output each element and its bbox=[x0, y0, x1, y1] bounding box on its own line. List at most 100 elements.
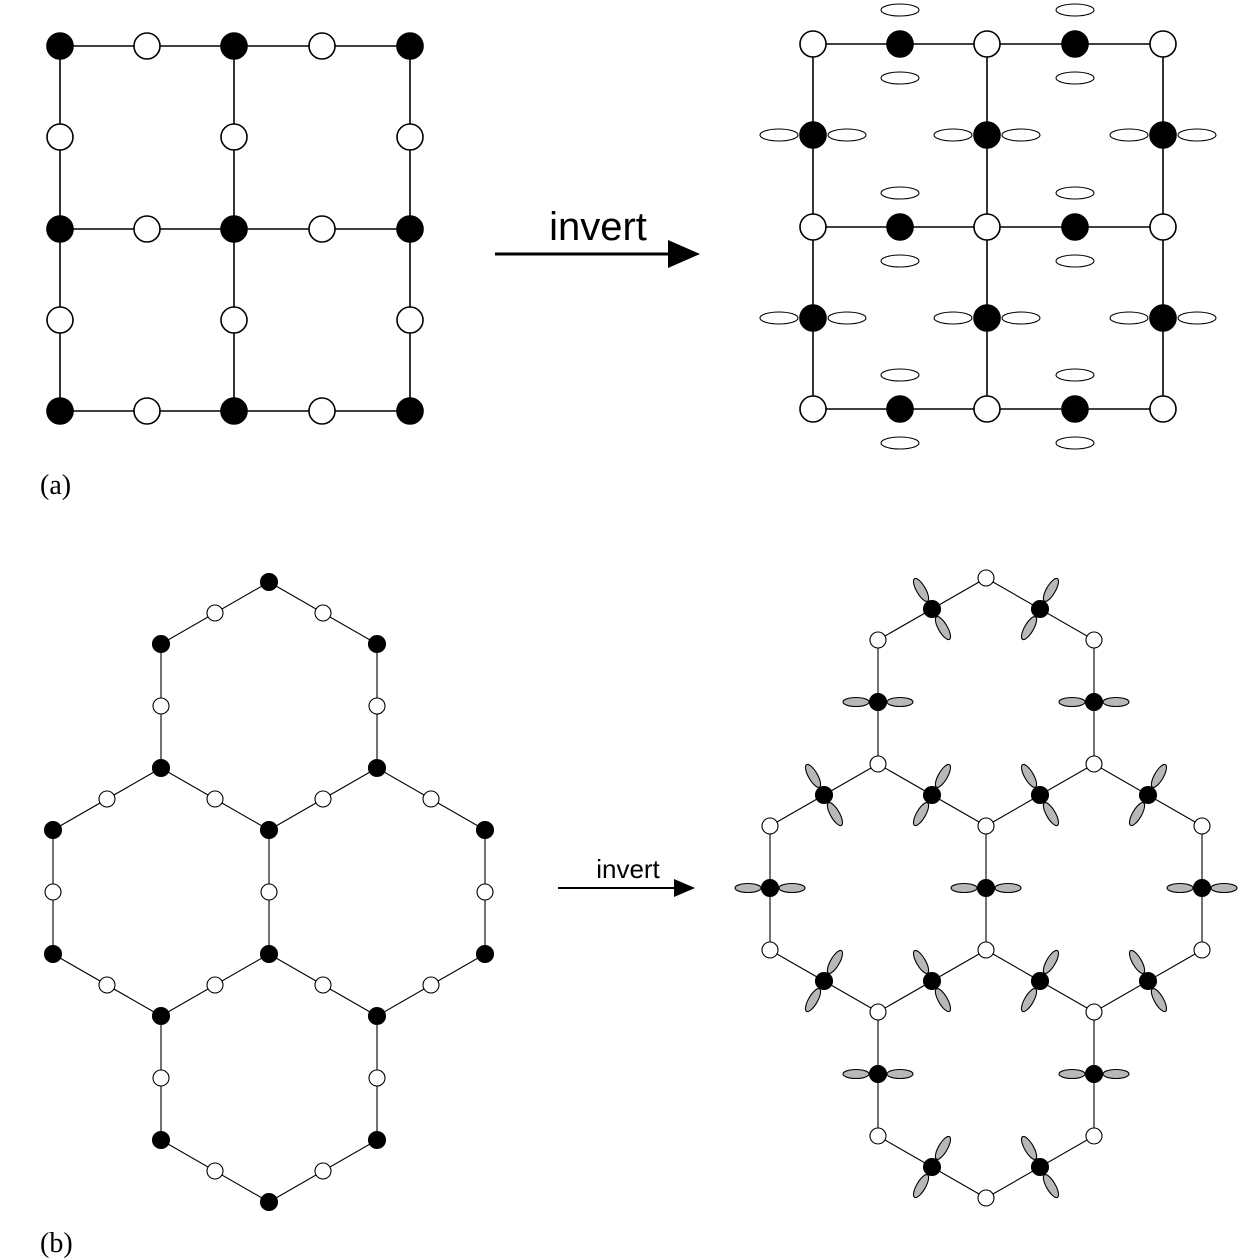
orbital-lobe bbox=[1166, 882, 1194, 894]
orbital-lobe bbox=[1020, 1135, 1038, 1160]
open-node bbox=[314, 1162, 332, 1180]
open-node bbox=[977, 817, 995, 835]
open-node bbox=[152, 1069, 170, 1087]
orbital-lobe bbox=[759, 311, 799, 325]
orbital-lobe bbox=[934, 763, 952, 788]
open-node bbox=[1085, 1127, 1103, 1145]
open-node bbox=[368, 1069, 386, 1087]
orbital-lobe bbox=[880, 71, 920, 85]
arrow-b-label: invert bbox=[596, 854, 660, 884]
orbital-lobe bbox=[1055, 436, 1095, 450]
orbital-lobe bbox=[934, 1135, 952, 1160]
open-node bbox=[869, 631, 887, 649]
filled-node bbox=[973, 304, 1001, 332]
filled-node bbox=[259, 820, 279, 840]
filled-node bbox=[220, 215, 248, 243]
filled-node bbox=[46, 397, 74, 425]
open-node bbox=[1193, 817, 1211, 835]
open-node bbox=[368, 697, 386, 715]
open-node bbox=[133, 215, 161, 243]
filled-node bbox=[799, 304, 827, 332]
open-node bbox=[308, 215, 336, 243]
open-node bbox=[799, 395, 827, 423]
open-node bbox=[1149, 30, 1177, 58]
orbital-lobe bbox=[950, 882, 978, 894]
orbital-lobe bbox=[842, 696, 870, 708]
filled-node bbox=[868, 1064, 888, 1084]
open-node bbox=[422, 790, 440, 808]
orbital-lobe bbox=[886, 1068, 914, 1080]
orbital-lobe bbox=[1001, 311, 1041, 325]
filled-node bbox=[367, 758, 387, 778]
orbital-lobe bbox=[880, 186, 920, 200]
filled-node bbox=[475, 820, 495, 840]
orbital-lobe bbox=[880, 436, 920, 450]
orbital-lobe bbox=[1058, 1068, 1086, 1080]
filled-node bbox=[1084, 1064, 1104, 1084]
open-node bbox=[977, 569, 995, 587]
filled-node bbox=[396, 32, 424, 60]
filled-node bbox=[1138, 785, 1158, 805]
orbital-lobe bbox=[1055, 71, 1095, 85]
filled-node bbox=[922, 1157, 942, 1177]
orbital-lobe bbox=[827, 311, 867, 325]
honeycomb-lattice-inverted bbox=[734, 569, 1238, 1207]
orbital-lobe bbox=[1055, 368, 1095, 382]
open-node bbox=[422, 976, 440, 994]
orbital-lobe bbox=[1210, 882, 1238, 894]
filled-node bbox=[259, 572, 279, 592]
orbital-lobe bbox=[1058, 696, 1086, 708]
orbital-lobe bbox=[1055, 186, 1095, 200]
orbital-lobe bbox=[934, 988, 952, 1013]
orbital-lobe bbox=[1102, 696, 1130, 708]
open-node bbox=[314, 976, 332, 994]
filled-node bbox=[1149, 304, 1177, 332]
orbital-lobe bbox=[804, 763, 822, 788]
open-node bbox=[308, 32, 336, 60]
open-node bbox=[152, 697, 170, 715]
orbital-lobe bbox=[880, 3, 920, 17]
orbital-lobe bbox=[1055, 254, 1095, 268]
filled-node bbox=[1138, 971, 1158, 991]
open-node bbox=[977, 941, 995, 959]
filled-node bbox=[922, 971, 942, 991]
open-node bbox=[973, 30, 1001, 58]
filled-node bbox=[151, 634, 171, 654]
orbital-lobe bbox=[1042, 577, 1060, 602]
filled-node bbox=[886, 213, 914, 241]
open-node bbox=[761, 817, 779, 835]
orbital-lobe bbox=[1150, 763, 1168, 788]
open-node bbox=[761, 941, 779, 959]
orbital-lobe bbox=[1055, 3, 1095, 17]
orbital-lobe bbox=[759, 128, 799, 142]
open-node bbox=[1193, 941, 1211, 959]
filled-node bbox=[220, 397, 248, 425]
filled-node bbox=[396, 215, 424, 243]
filled-node bbox=[367, 1006, 387, 1026]
filled-node bbox=[1030, 971, 1050, 991]
filled-node bbox=[1061, 30, 1089, 58]
orbital-lobe bbox=[880, 254, 920, 268]
filled-node bbox=[799, 121, 827, 149]
orbital-lobe bbox=[933, 128, 973, 142]
orbital-lobe bbox=[804, 988, 822, 1013]
open-node bbox=[476, 883, 494, 901]
filled-node bbox=[151, 1130, 171, 1150]
open-node bbox=[396, 123, 424, 151]
filled-node bbox=[814, 785, 834, 805]
open-node bbox=[396, 306, 424, 334]
square-lattice-inverted bbox=[759, 3, 1217, 450]
open-node bbox=[869, 1127, 887, 1145]
open-node bbox=[206, 790, 224, 808]
orbital-lobe bbox=[912, 1174, 930, 1199]
orbital-lobe bbox=[827, 128, 867, 142]
open-node bbox=[1085, 1003, 1103, 1021]
open-node bbox=[133, 397, 161, 425]
orbital-lobe bbox=[1042, 1174, 1060, 1199]
open-node bbox=[46, 123, 74, 151]
open-node bbox=[260, 883, 278, 901]
filled-node bbox=[922, 785, 942, 805]
filled-node bbox=[46, 32, 74, 60]
filled-node bbox=[814, 971, 834, 991]
